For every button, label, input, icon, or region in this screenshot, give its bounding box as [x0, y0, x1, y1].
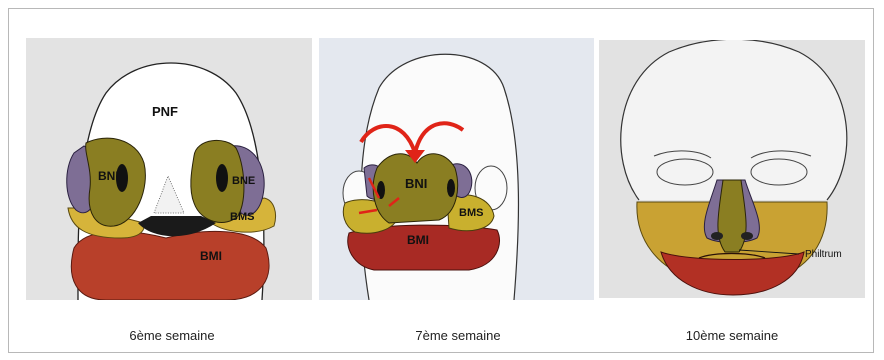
- eye-right: [751, 159, 807, 185]
- label-bni: BNI: [98, 169, 119, 183]
- week-6-drawing: PNF BNI BNE BMS BMI: [26, 38, 312, 300]
- label-bms: BMS: [459, 207, 483, 219]
- label-bmi: BMI: [200, 249, 222, 263]
- bmi-region: [71, 231, 269, 300]
- nostril-right: [741, 232, 753, 240]
- panel-week-6: PNF BNI BNE BMS BMI: [26, 38, 312, 300]
- caption-week-7: 7ème semaine: [398, 328, 518, 343]
- nostril-right: [447, 179, 455, 197]
- nostril-left: [711, 232, 723, 240]
- skull-outline: [621, 40, 847, 200]
- eye-left: [657, 159, 713, 185]
- bni-region: [718, 180, 746, 252]
- label-philtrum: Philtrum: [805, 249, 842, 260]
- caption-week-6: 6ème semaine: [112, 328, 232, 343]
- week-10-drawing: Philtrum: [599, 40, 865, 298]
- caption-week-10: 10ème semaine: [672, 328, 792, 343]
- nasal-pit-right: [216, 164, 228, 192]
- panel-week-10: Philtrum: [599, 40, 865, 298]
- week-7-drawing: BNI BMS BMI: [319, 38, 594, 300]
- panel-week-7: BNI BMS BMI: [319, 38, 594, 300]
- label-bms: BMS: [230, 211, 254, 223]
- label-pnf: PNF: [152, 104, 178, 119]
- label-bmi: BMI: [407, 233, 429, 247]
- label-bni: BNI: [405, 176, 427, 191]
- label-bne: BNE: [232, 175, 255, 187]
